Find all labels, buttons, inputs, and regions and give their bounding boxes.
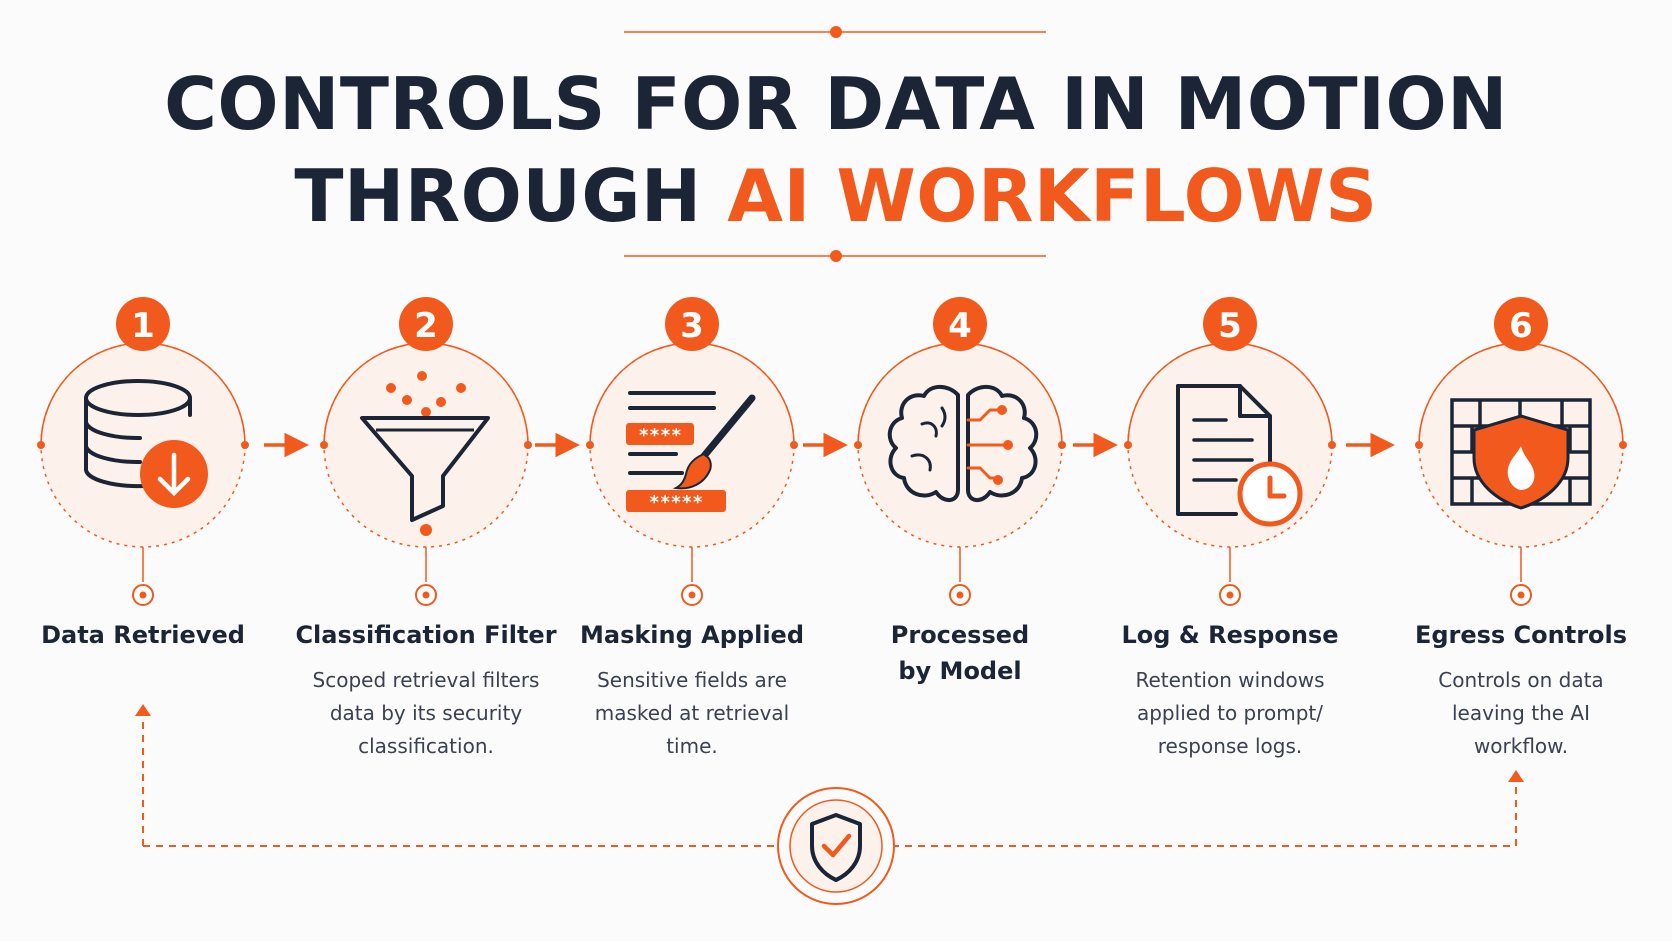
ring-dot bbox=[1058, 441, 1066, 449]
step-target-dot bbox=[1517, 591, 1525, 599]
step-label-2: Classification Filter bbox=[276, 617, 576, 653]
step-description-line: Sensitive fields are bbox=[597, 668, 787, 692]
step-description-6: Controls on data leaving the AI workflow. bbox=[1386, 664, 1656, 763]
step-description-2: Scoped retrieval filters data by its secu… bbox=[291, 664, 561, 763]
step-label-4: Processed by Model bbox=[810, 617, 1110, 689]
step-label-3: Masking Applied bbox=[542, 617, 842, 653]
step-description-line: masked at retrieval bbox=[594, 701, 790, 725]
step-number: 2 bbox=[414, 306, 438, 346]
step-node-2: 2 bbox=[320, 297, 532, 606]
step-description-line: leaving the AI bbox=[1452, 701, 1590, 725]
step-description-line: data by its security bbox=[329, 701, 523, 725]
step-number: 3 bbox=[680, 306, 704, 346]
step-description-line: Scoped retrieval filters bbox=[312, 668, 540, 692]
step-node-1: 1 bbox=[37, 297, 249, 606]
ring-dot bbox=[854, 441, 862, 449]
shield-check-icon bbox=[777, 787, 895, 905]
step-circle bbox=[1128, 343, 1332, 547]
funnel-filter-icon bbox=[360, 371, 490, 536]
page-title-line-2: THROUGH AI WORKFLOWS bbox=[0, 160, 1672, 232]
step-number-badge bbox=[933, 297, 987, 351]
title-top-divider bbox=[624, 26, 1046, 38]
step-circle bbox=[41, 343, 245, 547]
step-number: 6 bbox=[1509, 306, 1533, 346]
mask-brush-icon: **** ***** bbox=[626, 391, 756, 513]
step-number-badge bbox=[1494, 297, 1548, 351]
ring-dot bbox=[1619, 441, 1627, 449]
step-label-text-line-2: by Model bbox=[898, 657, 1022, 685]
step-target-dot bbox=[139, 591, 147, 599]
step-label-1: Data Retrieved bbox=[0, 617, 293, 653]
step-target-dot bbox=[1226, 591, 1234, 599]
step-circle bbox=[590, 343, 794, 547]
step-label-text: Processed bbox=[890, 621, 1030, 649]
mask-short-text: **** bbox=[638, 425, 681, 446]
step-number-badge bbox=[1203, 297, 1257, 351]
step-description-line: classification. bbox=[358, 734, 494, 758]
firewall-shield-icon bbox=[1450, 398, 1592, 510]
ring-dot bbox=[1124, 441, 1132, 449]
step-target-dot bbox=[688, 591, 696, 599]
title-bottom-divider bbox=[624, 250, 1046, 262]
step-label-6: Egress Controls bbox=[1371, 617, 1671, 653]
document-clock-icon bbox=[1176, 384, 1303, 527]
step-node-5: 5 bbox=[1124, 297, 1336, 606]
step-label-text: Masking Applied bbox=[579, 621, 804, 649]
ring-dot bbox=[524, 441, 532, 449]
step-description-line: applied to prompt/ bbox=[1136, 701, 1324, 725]
mask-long-text: ***** bbox=[649, 492, 703, 513]
page-title-line-1: CONTROLS FOR DATA IN MOTION bbox=[164, 62, 1508, 146]
step-description-line: Controls on data bbox=[1438, 668, 1604, 692]
ring-dot bbox=[241, 441, 249, 449]
ring-dot bbox=[37, 441, 45, 449]
step-description-line: response logs. bbox=[1157, 734, 1303, 758]
ring-dot bbox=[586, 441, 594, 449]
database-download-icon bbox=[84, 379, 208, 508]
step-node-3: 3 bbox=[586, 297, 798, 606]
step-description-line: workflow. bbox=[1473, 734, 1569, 758]
feedback-loop-line bbox=[135, 704, 1524, 847]
step-description-5: Retention windows applied to prompt/respo… bbox=[1095, 664, 1365, 763]
step-number-badge bbox=[665, 297, 719, 351]
title-prefix: THROUGH bbox=[294, 154, 728, 238]
step-number-badge bbox=[399, 297, 453, 351]
step-description-line: time. bbox=[666, 734, 718, 758]
step-number-badge bbox=[116, 297, 170, 351]
step-description-3: Sensitive fields are masked at retrieval t… bbox=[557, 664, 827, 763]
step-label-5: Log & Response bbox=[1080, 617, 1380, 653]
step-circle bbox=[324, 343, 528, 547]
step-description-line: Retention windows bbox=[1135, 668, 1325, 692]
step-number: 1 bbox=[131, 306, 155, 346]
step-label-text: Log & Response bbox=[1121, 621, 1339, 649]
brain-circuit-icon bbox=[887, 384, 1039, 502]
step-label-text: Egress Controls bbox=[1414, 621, 1628, 649]
ring-dot bbox=[790, 441, 798, 449]
step-target-dot bbox=[422, 591, 430, 599]
ring-dot bbox=[320, 441, 328, 449]
step-label-text: Classification Filter bbox=[295, 621, 557, 649]
ring-dot bbox=[1415, 441, 1423, 449]
step-target-dot bbox=[956, 591, 964, 599]
step-number: 5 bbox=[1218, 306, 1242, 346]
step-label-text: Data Retrieved bbox=[41, 621, 245, 649]
title-accent: AI WORKFLOWS bbox=[727, 154, 1378, 238]
ring-dot bbox=[1328, 441, 1336, 449]
step-number: 4 bbox=[948, 306, 972, 346]
